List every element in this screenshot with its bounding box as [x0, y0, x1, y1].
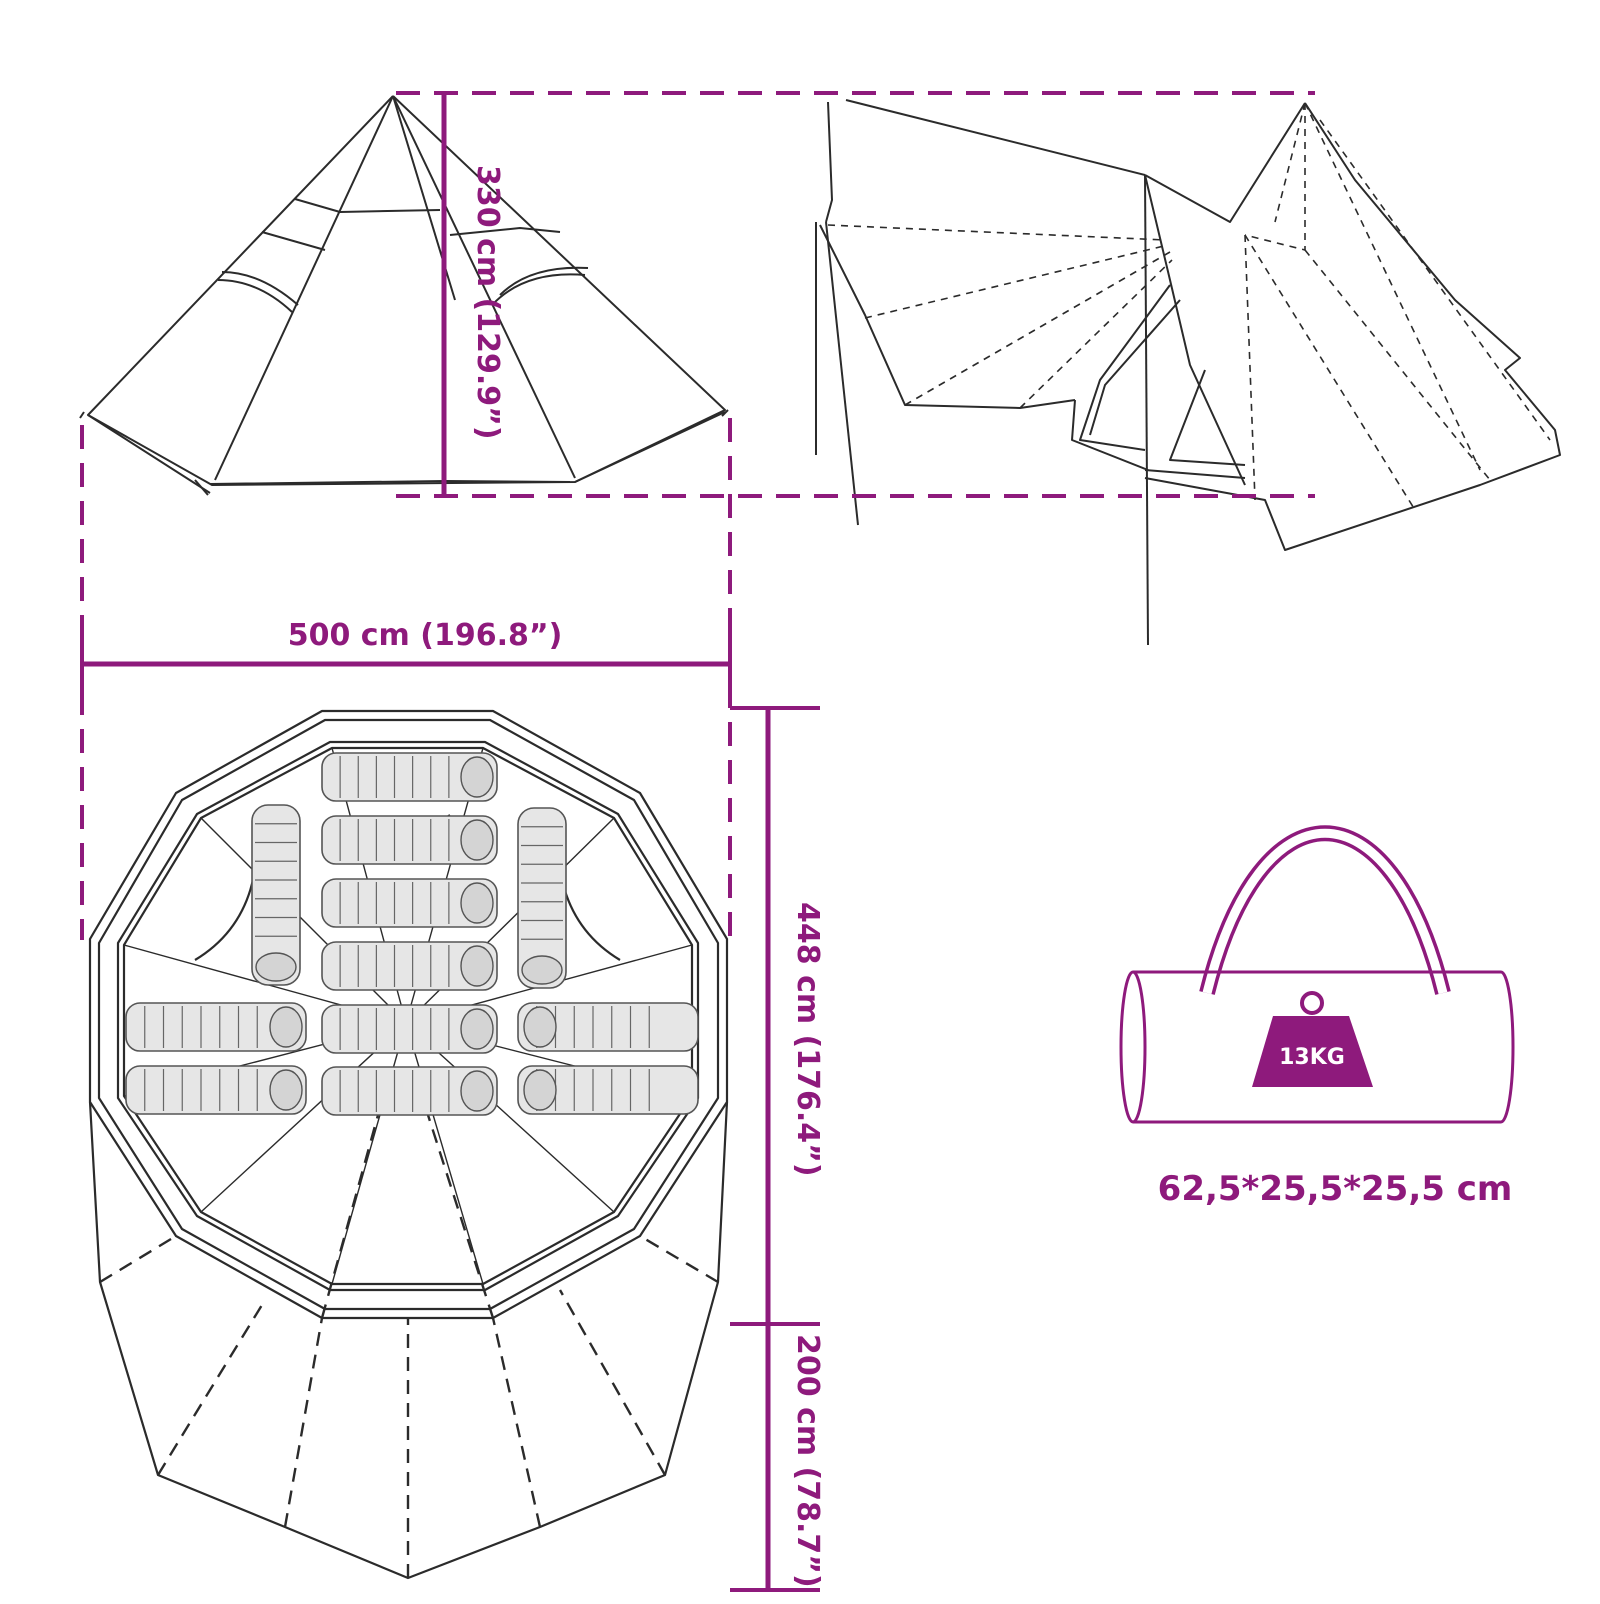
- sleeping-bag: [321, 941, 498, 991]
- sleeping-bag: [321, 815, 498, 865]
- sleeping-bag: [251, 804, 301, 986]
- bag-body: [1119, 970, 1515, 1124]
- bag-handle: [1199, 825, 1451, 995]
- depth-inner-label: 448 cm (176.4”): [790, 902, 825, 1177]
- sleeping-bag: [321, 1066, 498, 1116]
- side-view: [815, 99, 1561, 646]
- sleeping-bags: [125, 752, 699, 1116]
- sleeping-bag: [321, 878, 498, 928]
- front-view: [79, 95, 729, 496]
- sleeping-bag: [125, 1002, 307, 1052]
- sleeping-bag: [517, 1065, 699, 1115]
- dimension-labels: 330 cm (129.9”) 500 cm (196.8”) 448 cm (…: [288, 165, 825, 1588]
- sleeping-bag: [517, 807, 567, 989]
- bag-size: 62,5*25,5*25,5 cm: [1158, 1169, 1513, 1209]
- width-label: 500 cm (196.8”): [288, 618, 563, 653]
- sleeping-bag: [321, 752, 498, 802]
- vestibule-seams: [99, 1114, 719, 1578]
- depth-vestibule-label: 200 cm (78.7”): [790, 1334, 825, 1588]
- height-label: 330 cm (129.9”): [470, 165, 505, 440]
- sleeping-bag: [517, 1002, 699, 1052]
- bag-weight: 13KG: [1279, 1045, 1345, 1070]
- carry-bag: 13KG 62,5*25,5*25,5 cm: [1119, 825, 1515, 1209]
- sleeping-bag: [321, 1004, 498, 1054]
- sleeping-bag: [125, 1065, 307, 1115]
- side-view-guylines: [827, 102, 1551, 511]
- weight-icon: 13KG: [1252, 991, 1373, 1087]
- dimension-lines: [80, 91, 1315, 1592]
